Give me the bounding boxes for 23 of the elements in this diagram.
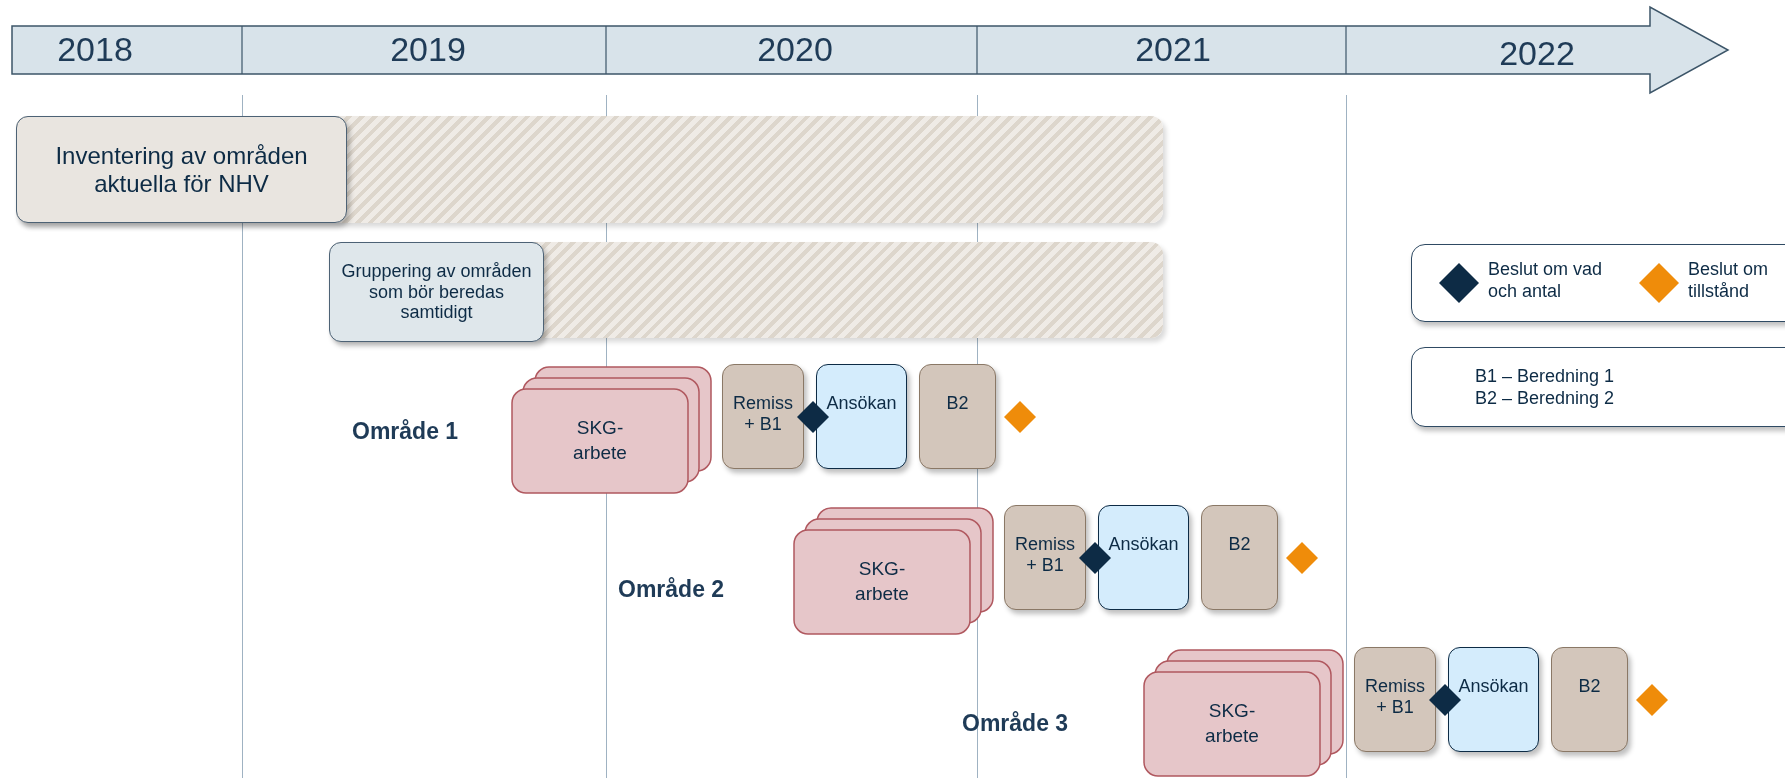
year-label: 2020	[756, 30, 834, 69]
key-text: B2 – Beredning 2	[1475, 388, 1615, 409]
process-box: Inventering av områden aktuella för NHV	[16, 116, 347, 223]
area-label: Område 1	[352, 418, 459, 445]
area-label: Område 3	[962, 710, 1069, 737]
year-label: 2019	[389, 30, 467, 69]
year-label: 2021	[1134, 30, 1212, 69]
process-box: Remiss + B1	[1004, 505, 1086, 610]
legend-label: Beslut om vad och antal	[1488, 259, 1604, 303]
process-box: B2	[1201, 505, 1278, 610]
process-box: B2	[1551, 647, 1628, 752]
key-text: B1 – Beredning 1	[1475, 366, 1615, 387]
process-box: B2	[919, 364, 996, 469]
process-box: Ansökan	[1098, 505, 1189, 610]
process-box: Gruppering av områden som bör beredas samtidigt	[329, 242, 544, 342]
legend-label: Beslut om tillstånd	[1688, 259, 1770, 303]
process-box: Remiss + B1	[722, 364, 804, 469]
year-label: 2018	[56, 30, 134, 69]
process-box: Ansökan	[816, 364, 907, 469]
process-box: Ansökan	[1448, 647, 1539, 752]
process-box: Remiss + B1	[1354, 647, 1436, 752]
year-label: 2022	[1498, 34, 1576, 73]
area-label: Område 2	[618, 576, 725, 603]
